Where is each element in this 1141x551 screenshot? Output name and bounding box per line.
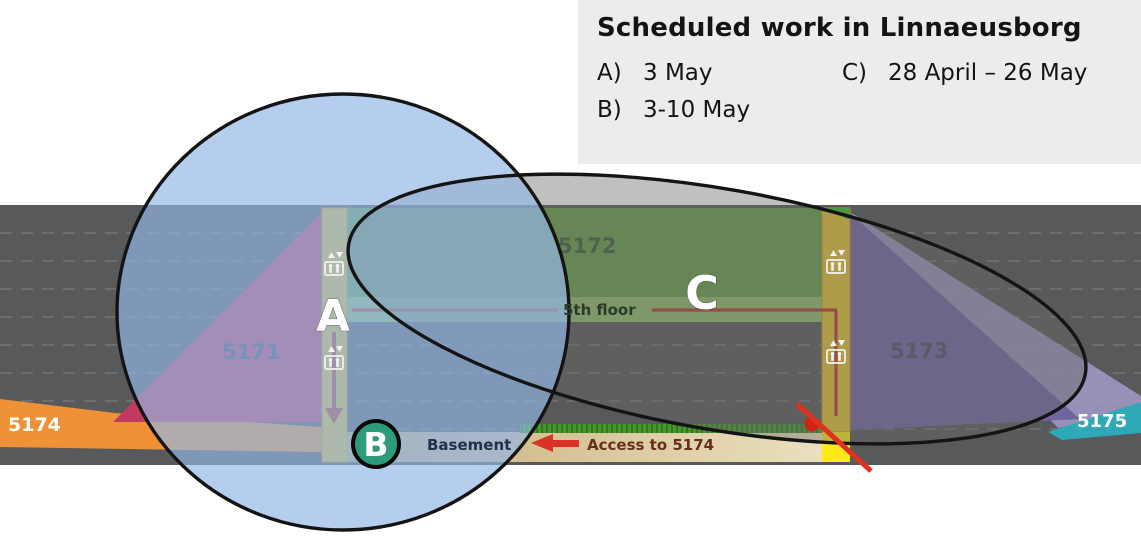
room-5174-label: 5174 bbox=[8, 414, 61, 436]
legend-grid: A) 3 May C) 28 April – 26 May B) 3-10 Ma… bbox=[597, 60, 1141, 123]
legend-letter-c: C) bbox=[842, 60, 868, 86]
room-5173-label: 5173 bbox=[890, 339, 948, 363]
legend-item-c: C) 28 April – 26 May bbox=[842, 60, 1141, 86]
marker-c: C bbox=[685, 266, 719, 320]
access-label: Access to 5174 bbox=[587, 436, 714, 454]
legend: Scheduled work in Linnaeusborg A) 3 May … bbox=[578, 0, 1141, 164]
fifth-floor-label: 5th floor bbox=[563, 301, 636, 319]
marker-b: B bbox=[363, 425, 388, 464]
basement-label: Basement bbox=[427, 436, 511, 454]
marker-b-badge: B bbox=[351, 419, 401, 469]
zone-c-ellipse-outline bbox=[346, 172, 1088, 446]
room-5172-label: 5172 bbox=[558, 234, 616, 258]
grass-strip bbox=[520, 424, 822, 433]
room-5173-light-shape bbox=[850, 212, 1141, 428]
room-5175-label: 5175 bbox=[1077, 411, 1127, 432]
room-5175-shape bbox=[1048, 402, 1141, 440]
legend-item-a: A) 3 May bbox=[597, 60, 842, 86]
zone-a-ellipse-outline bbox=[115, 92, 571, 532]
legend-title: Scheduled work in Linnaeusborg bbox=[597, 13, 1082, 43]
legend-letter-a: A) bbox=[597, 60, 622, 86]
room-5173-shape bbox=[850, 213, 1080, 430]
legend-letter-b: B) bbox=[597, 97, 622, 123]
zone-a-ellipse-fill bbox=[117, 94, 569, 530]
access-arrow bbox=[531, 434, 579, 452]
legend-item-b: B) 3-10 May bbox=[597, 97, 842, 123]
marker-a: A bbox=[316, 291, 350, 342]
legend-date-a: 3 May bbox=[643, 60, 713, 86]
legend-date-c: 28 April – 26 May bbox=[888, 60, 1088, 86]
route-slash bbox=[795, 402, 873, 473]
legend-date-b: 3-10 May bbox=[643, 97, 751, 123]
